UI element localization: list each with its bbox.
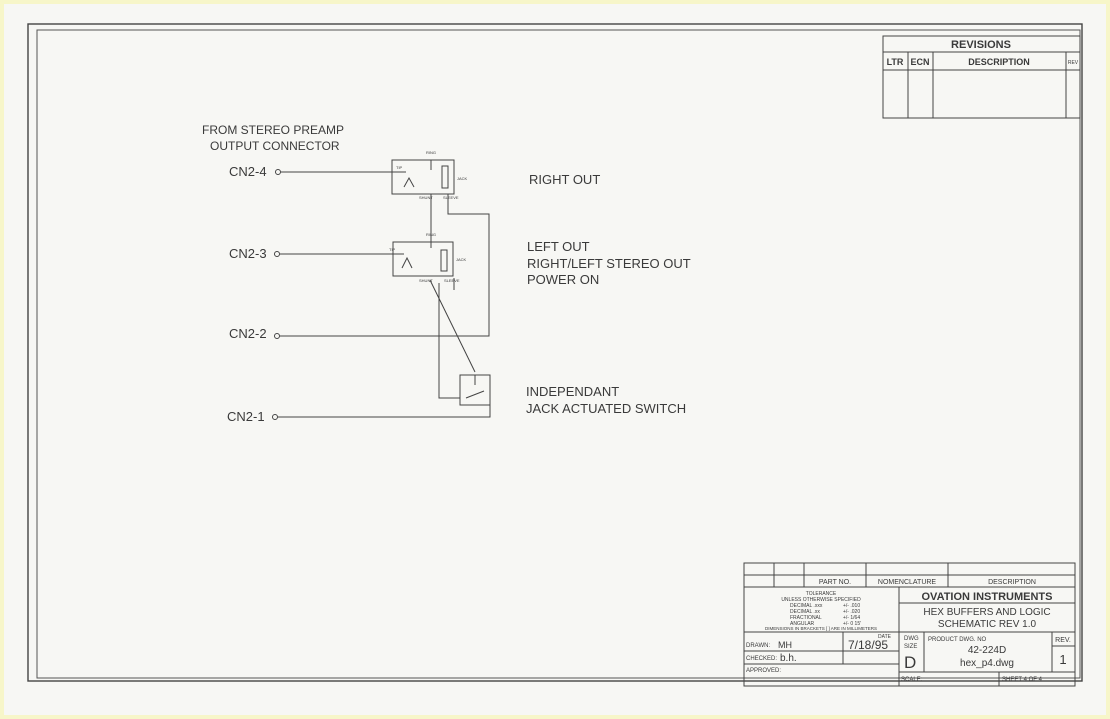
date-value: 7/18/95 bbox=[848, 638, 888, 652]
tolerance-subtitle: UNLESS OTHERWISE SPECIFIED bbox=[781, 597, 861, 603]
pin-label-cn2-4: CN2-4 bbox=[229, 164, 267, 179]
dwg-size-label-2: SIZE bbox=[904, 644, 917, 650]
product-dwg-label: PRODUCT DWG. NO bbox=[928, 637, 987, 643]
jack1-jack-label: JACK bbox=[457, 176, 468, 181]
annotation-switch-line2: JACK ACTUATED SWITCH bbox=[526, 401, 686, 416]
pin-label-cn2-1: CN2-1 bbox=[227, 409, 265, 424]
nomenclature-label: NOMENCLATURE bbox=[878, 579, 937, 586]
rev-col-ecn: ECN bbox=[910, 57, 929, 67]
tolerance-note: DIMENSIONS IN BRACKETS [ ] ARE IN MILLIM… bbox=[765, 626, 877, 631]
drawing-title-line1: HEX BUFFERS AND LOGIC bbox=[923, 607, 1050, 618]
rev-col-rev: REV bbox=[1068, 60, 1079, 66]
approved-label: APPROVED: bbox=[746, 668, 781, 674]
annotation-stereo-out: RIGHT/LEFT STEREO OUT bbox=[527, 256, 691, 271]
jack2-tip-label: TIP bbox=[389, 247, 396, 252]
jack-actuated-switch bbox=[459, 374, 491, 406]
drawn-value: MH bbox=[778, 640, 792, 650]
revisions-block bbox=[882, 35, 1081, 119]
annotation-right-out: RIGHT OUT bbox=[529, 172, 600, 187]
terminal-cn2-2 bbox=[274, 333, 280, 339]
terminal-cn2-4 bbox=[275, 169, 281, 175]
tolerance-title: TOLERANCE bbox=[806, 591, 837, 597]
dwg-size-value: D bbox=[904, 653, 916, 672]
jack2-sleeve-label: SLEEVE bbox=[444, 278, 460, 283]
tolerance-row-label-1: DECIMAL .xxx bbox=[790, 603, 823, 609]
jack2-ring-label: RING bbox=[426, 232, 436, 237]
dwg-size-label-1: DWG bbox=[904, 636, 919, 642]
jack1-ring-label: RING bbox=[426, 150, 436, 155]
tolerance-row-value-2: +/- .020 bbox=[843, 609, 860, 615]
jack-left-out bbox=[392, 238, 454, 277]
rev-col-ltr: LTR bbox=[887, 57, 904, 67]
revisions-title: REVISIONS bbox=[951, 39, 1011, 51]
jack2-jack-label: JACK bbox=[456, 257, 467, 262]
description-label: DESCRIPTION bbox=[988, 579, 1036, 586]
tolerance-row-label-3: FRACTIONAL bbox=[790, 615, 822, 621]
outer-border bbox=[27, 23, 1083, 682]
jack2-shunt-label: SHUNT bbox=[419, 278, 433, 283]
wires bbox=[278, 171, 491, 418]
annotation-power-on: POWER ON bbox=[527, 272, 599, 287]
jack1-tip-label: TIP bbox=[396, 165, 403, 170]
pin-label-cn2-2: CN2-2 bbox=[229, 326, 267, 341]
jack1-shunt-label: SHUNT bbox=[419, 195, 433, 200]
date-label: DATE bbox=[878, 634, 892, 640]
source-heading-line2: OUTPUT CONNECTOR bbox=[210, 139, 340, 153]
drawn-label: DRAWN: bbox=[746, 643, 770, 649]
company-name: OVATION INSTRUMENTS bbox=[922, 591, 1053, 603]
rev-label: REV. bbox=[1055, 637, 1071, 644]
tolerance-row-label-2: DECIMAL .xx bbox=[790, 609, 820, 615]
annotation-switch-line1: INDEPENDANT bbox=[526, 384, 619, 399]
scale-label: SCALE: bbox=[901, 677, 923, 683]
tolerance-row-value-4: +/- 0 15' bbox=[843, 621, 861, 627]
annotation-left-out: LEFT OUT bbox=[527, 239, 590, 254]
title-block bbox=[743, 562, 1076, 687]
file-name: hex_p4.dwg bbox=[960, 658, 1014, 669]
pin-label-cn2-3: CN2-3 bbox=[229, 246, 267, 261]
jack1-sleeve-label: SLEEVE bbox=[443, 195, 459, 200]
part-no-label: PART NO. bbox=[819, 579, 851, 586]
tolerance-row-value-1: +/- .010 bbox=[843, 603, 860, 609]
source-heading-line1: FROM STEREO PREAMP bbox=[202, 123, 344, 137]
drawing-title-line2: SCHEMATIC REV 1.0 bbox=[938, 619, 1037, 630]
rev-col-description: DESCRIPTION bbox=[968, 57, 1030, 67]
checked-label: CHECKED: bbox=[746, 656, 777, 662]
sheet-label: SHEET 4 OF 4 bbox=[1002, 677, 1043, 683]
product-dwg-number: 42-224D bbox=[968, 645, 1006, 656]
inner-border bbox=[36, 29, 1081, 679]
checked-value: b.h. bbox=[780, 653, 797, 664]
drawing-sheet bbox=[4, 4, 1106, 715]
jack-right-out bbox=[391, 159, 455, 195]
terminal-cn2-3 bbox=[274, 251, 280, 257]
tolerance-row-value-3: +/- 1/64 bbox=[843, 615, 860, 621]
rev-value: 1 bbox=[1059, 652, 1066, 667]
tolerance-row-label-4: ANGULAR bbox=[790, 621, 815, 627]
terminal-cn2-1 bbox=[272, 414, 278, 420]
